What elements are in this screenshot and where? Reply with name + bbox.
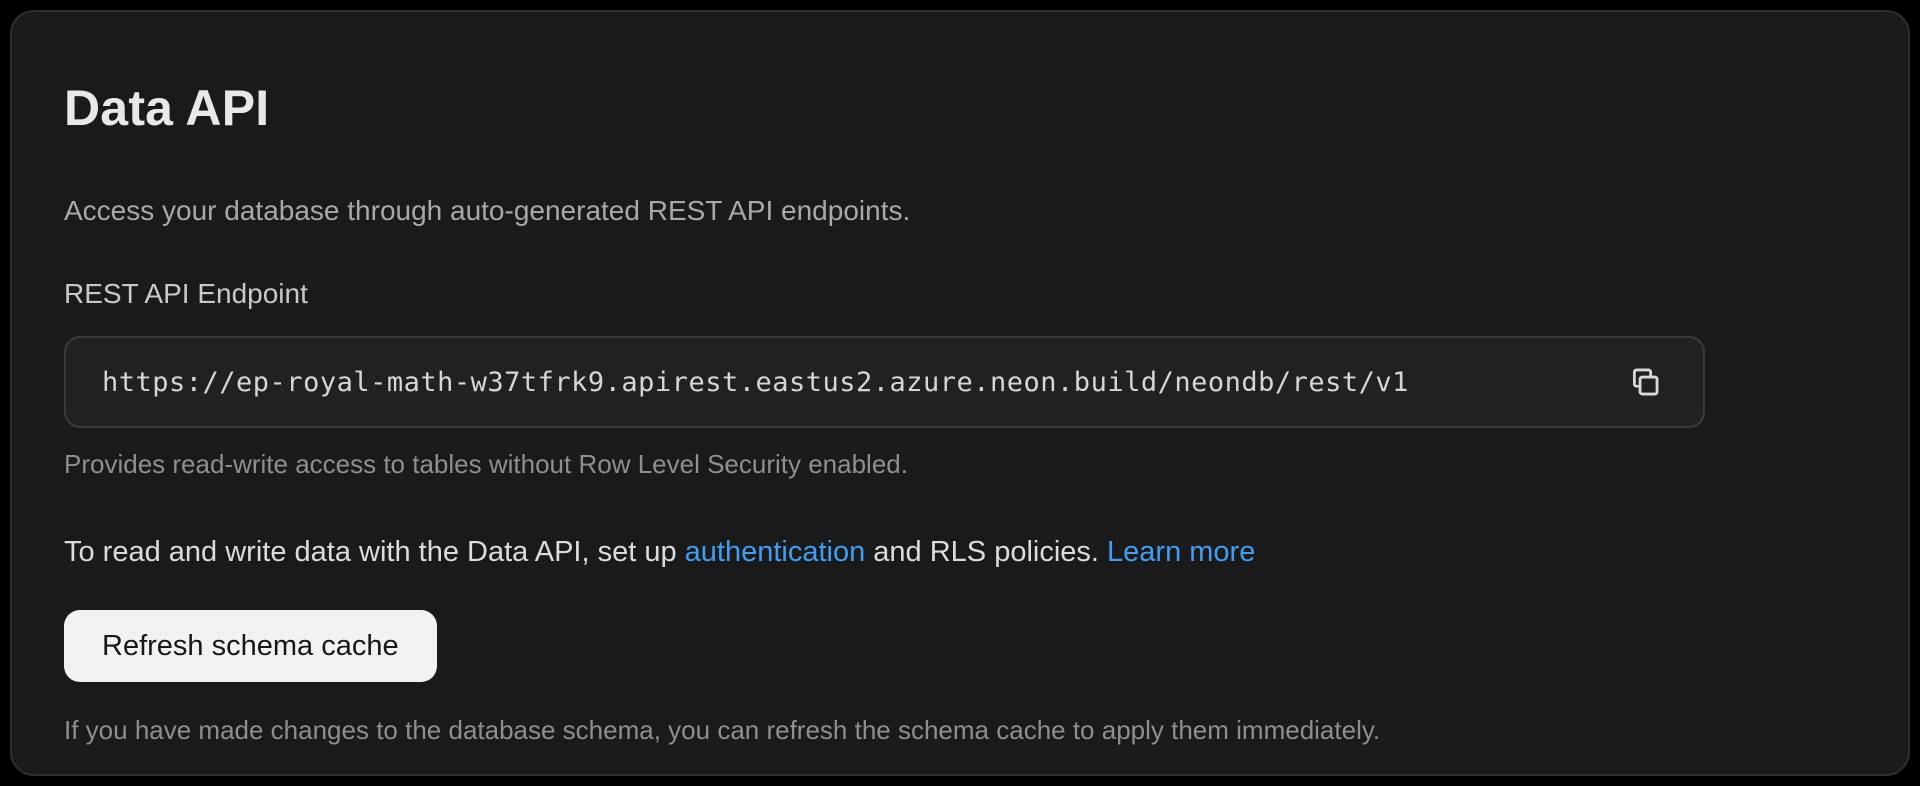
page-description: Access your database through auto-genera…	[64, 195, 911, 226]
rest-endpoint-field: https://ep-royal-math-w37tfrk9.apirest.e…	[64, 336, 1705, 428]
page-title: Data API	[64, 80, 270, 136]
rls-note: To read and write data with the Data API…	[64, 534, 1856, 570]
schema-cache-helper-text: If you have made changes to the database…	[64, 715, 1381, 745]
copy-endpoint-button[interactable]	[1623, 360, 1667, 404]
refresh-schema-cache-button[interactable]: Refresh schema cache	[64, 610, 437, 682]
copy-icon	[1628, 365, 1662, 399]
endpoint-helper-text: Provides read-write access to tables wit…	[64, 449, 908, 479]
rest-api-endpoint-label: REST API Endpoint	[64, 278, 308, 309]
rls-note-prefix: To read and write data with the Data API…	[64, 536, 685, 568]
learn-more-link[interactable]: Learn more	[1107, 536, 1256, 568]
authentication-link[interactable]: authentication	[684, 536, 866, 568]
data-api-card: Data API Access your database through au…	[10, 10, 1910, 776]
rls-note-middle: and RLS policies.	[865, 536, 1108, 568]
rest-endpoint-url: https://ep-royal-math-w37tfrk9.apirest.e…	[102, 366, 1409, 398]
